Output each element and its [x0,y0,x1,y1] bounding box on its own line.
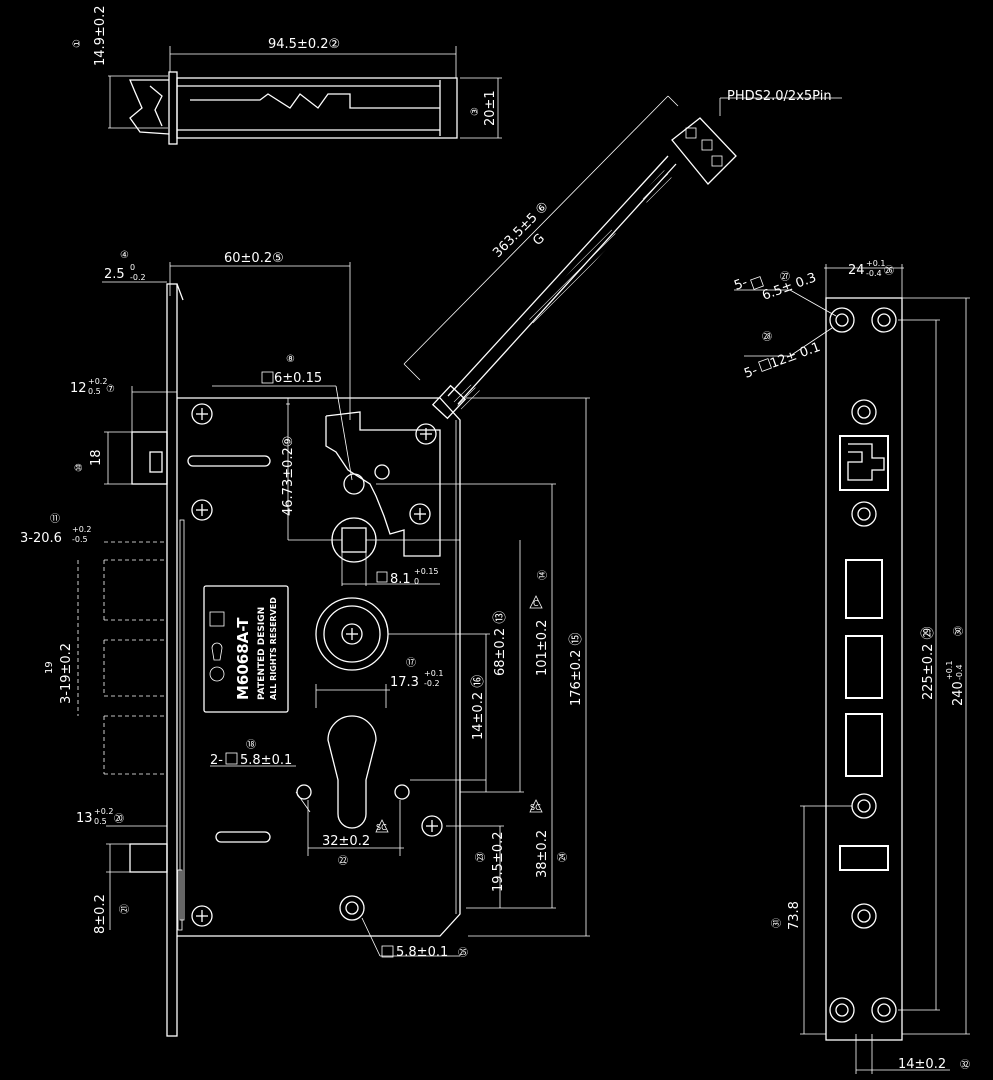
dim-4-circle: ④ [120,250,129,261]
side-view [734,264,970,1074]
dim-8-value: 6±0.15 [274,371,322,386]
screw-top-left [191,403,213,425]
dim-7-tol-top: +0.2 [88,377,107,386]
screw-bottom-left [191,905,213,927]
connector [403,95,842,381]
dim-square-tol-bot: 0 [414,577,419,586]
cable-mark: G [530,231,548,249]
dim-30-circle: ㉚ [953,626,965,636]
dim-8-square [261,371,274,384]
dim-10-circle: ⑩ [74,463,85,472]
dim-25-value: 5.8±0.1 [396,945,448,960]
dim-26-value: 24 [848,263,865,278]
dim-28-value: 12± 0.1 [768,340,822,372]
dim-20-circle: ⑳ [114,813,124,825]
dim-21-circle: ㉑ [119,904,131,914]
dim-3-circle: ③ [470,107,481,116]
connector-label: PHDS2.0/2x5Pin [727,89,832,104]
dim-4-value: 2.5 [104,267,125,282]
tri-label-3: SC [376,823,387,832]
dim-23-circle: ㉓ [475,852,487,862]
lock-body [77,262,590,1037]
dim-27-prefix: 5- [732,275,750,294]
dim-12-value: 3-19±0.2 [59,643,74,704]
dim-7-value: 12 [70,381,87,396]
dim-17-value: 17.3 [390,675,419,690]
dim-30-value: 240 [951,681,966,706]
dim-31-value: 73.8 [787,901,802,930]
dim-14-circle: ⑭ [537,570,549,580]
dim-30-tol-bot: -0.4 [955,664,964,680]
plate-line1: PATENTED DESIGN [257,607,267,700]
dim-17-tol-top: +0.1 [424,669,443,678]
dim-square-tol-top: +0.15 [414,567,439,576]
dim-1-value: 14.9±0.2 [93,5,108,66]
dim-17-tol-bot: -0.2 [424,679,440,688]
dim-11-value: 3-20.6 [20,531,62,546]
dim-16-value: 14±0.2 ⑯ [471,675,486,740]
dim-24-value: 38±0.2 [535,830,550,878]
tri-label-1: C [533,599,539,608]
cable-length: 363.5±5 ⑥ [490,199,552,261]
dim-28-square [758,358,772,372]
dim-22-circle: ㉒ [338,855,348,867]
dim-14-value: 101±0.2 [535,620,550,676]
dim-10-value: 18 [89,449,104,466]
dim-12-top: 19 [44,661,55,674]
dim-25-circle: ㉕ [458,947,468,959]
dim-9-value: 46.73±0.2⑨ [281,436,296,516]
dim-29-value: 225±0.2 ㉙ [921,626,936,700]
dim-21-value: 8±0.2 [93,894,108,934]
dim-1-circle: ① [72,39,83,48]
dim-25-square [381,945,394,958]
dim-27-square [750,276,764,290]
dim-20-tol-top: +0.2 [94,807,113,816]
dim-32-circle: ㉜ [960,1059,970,1071]
top-view [108,46,502,145]
dim-18-prefix: 2- [210,753,223,768]
dim-18-circle: ⑱ [246,739,256,751]
screw-mid-left [191,499,213,521]
dim-27-circle: ㉗ [780,271,790,283]
plate-line2: ALL RIGHTS RESERVED [269,597,278,700]
dim-20-tol-bot: 0.5 [94,817,107,826]
dim-26-tol-bot: -0.4 [866,269,882,278]
dim-4-tol-top: 0 [130,263,135,272]
dim-31-circle: ㉛ [771,918,783,928]
plate-model: M6068A-T [234,617,252,700]
screw-right-lower [421,815,443,837]
dim-15-value: 176±0.2 ⑮ [569,632,584,706]
dim-11-tol-bot: -0.5 [72,535,88,544]
dim-26-circle: ㉖ [884,265,894,277]
dim-28-circle: ㉘ [762,331,772,343]
nameplate [203,585,289,713]
dim-7-tol-bot: 0.5 [88,387,101,396]
dim-26-tol-top: +0.1 [866,259,885,268]
screw-right-mid [409,503,431,525]
dim-17-circle: ⑰ [406,657,416,669]
dim-22-value: 32±0.2 [322,834,370,849]
screw-right-upper [415,423,437,445]
dim-23-value: 19.5±0.2 [491,831,506,892]
dim-30-tol-top: +0.1 [945,661,954,680]
dim-2-value: 94.5±0.2② [268,37,340,52]
dim-5-value: 60±0.2⑤ [224,251,284,266]
dim-24-circle: ㉔ [557,852,569,862]
dim-4-tol-bot: -0.2 [130,273,146,282]
dim-18-value: 5.8±0.1 [240,753,292,768]
cable [431,155,677,420]
dim-square-value: 8.1 [390,572,411,587]
dim-11-tol-top: +0.2 [72,525,91,534]
dim-8-circle: ⑧ [286,354,295,365]
dim-13-value: 68±0.2 ⑬ [493,611,508,676]
dim-3-value: 20±1 [483,90,498,126]
dim-32-value: 14±0.2 [898,1057,946,1072]
tri-label-2: SC [530,803,541,812]
dim-7-circle: ⑦ [106,384,115,395]
dim-20-value: 13 [76,811,93,826]
dim-18-square [225,752,238,765]
dim-11-circle: ⑪ [50,513,60,525]
dim-28-prefix: 5- [742,363,760,382]
